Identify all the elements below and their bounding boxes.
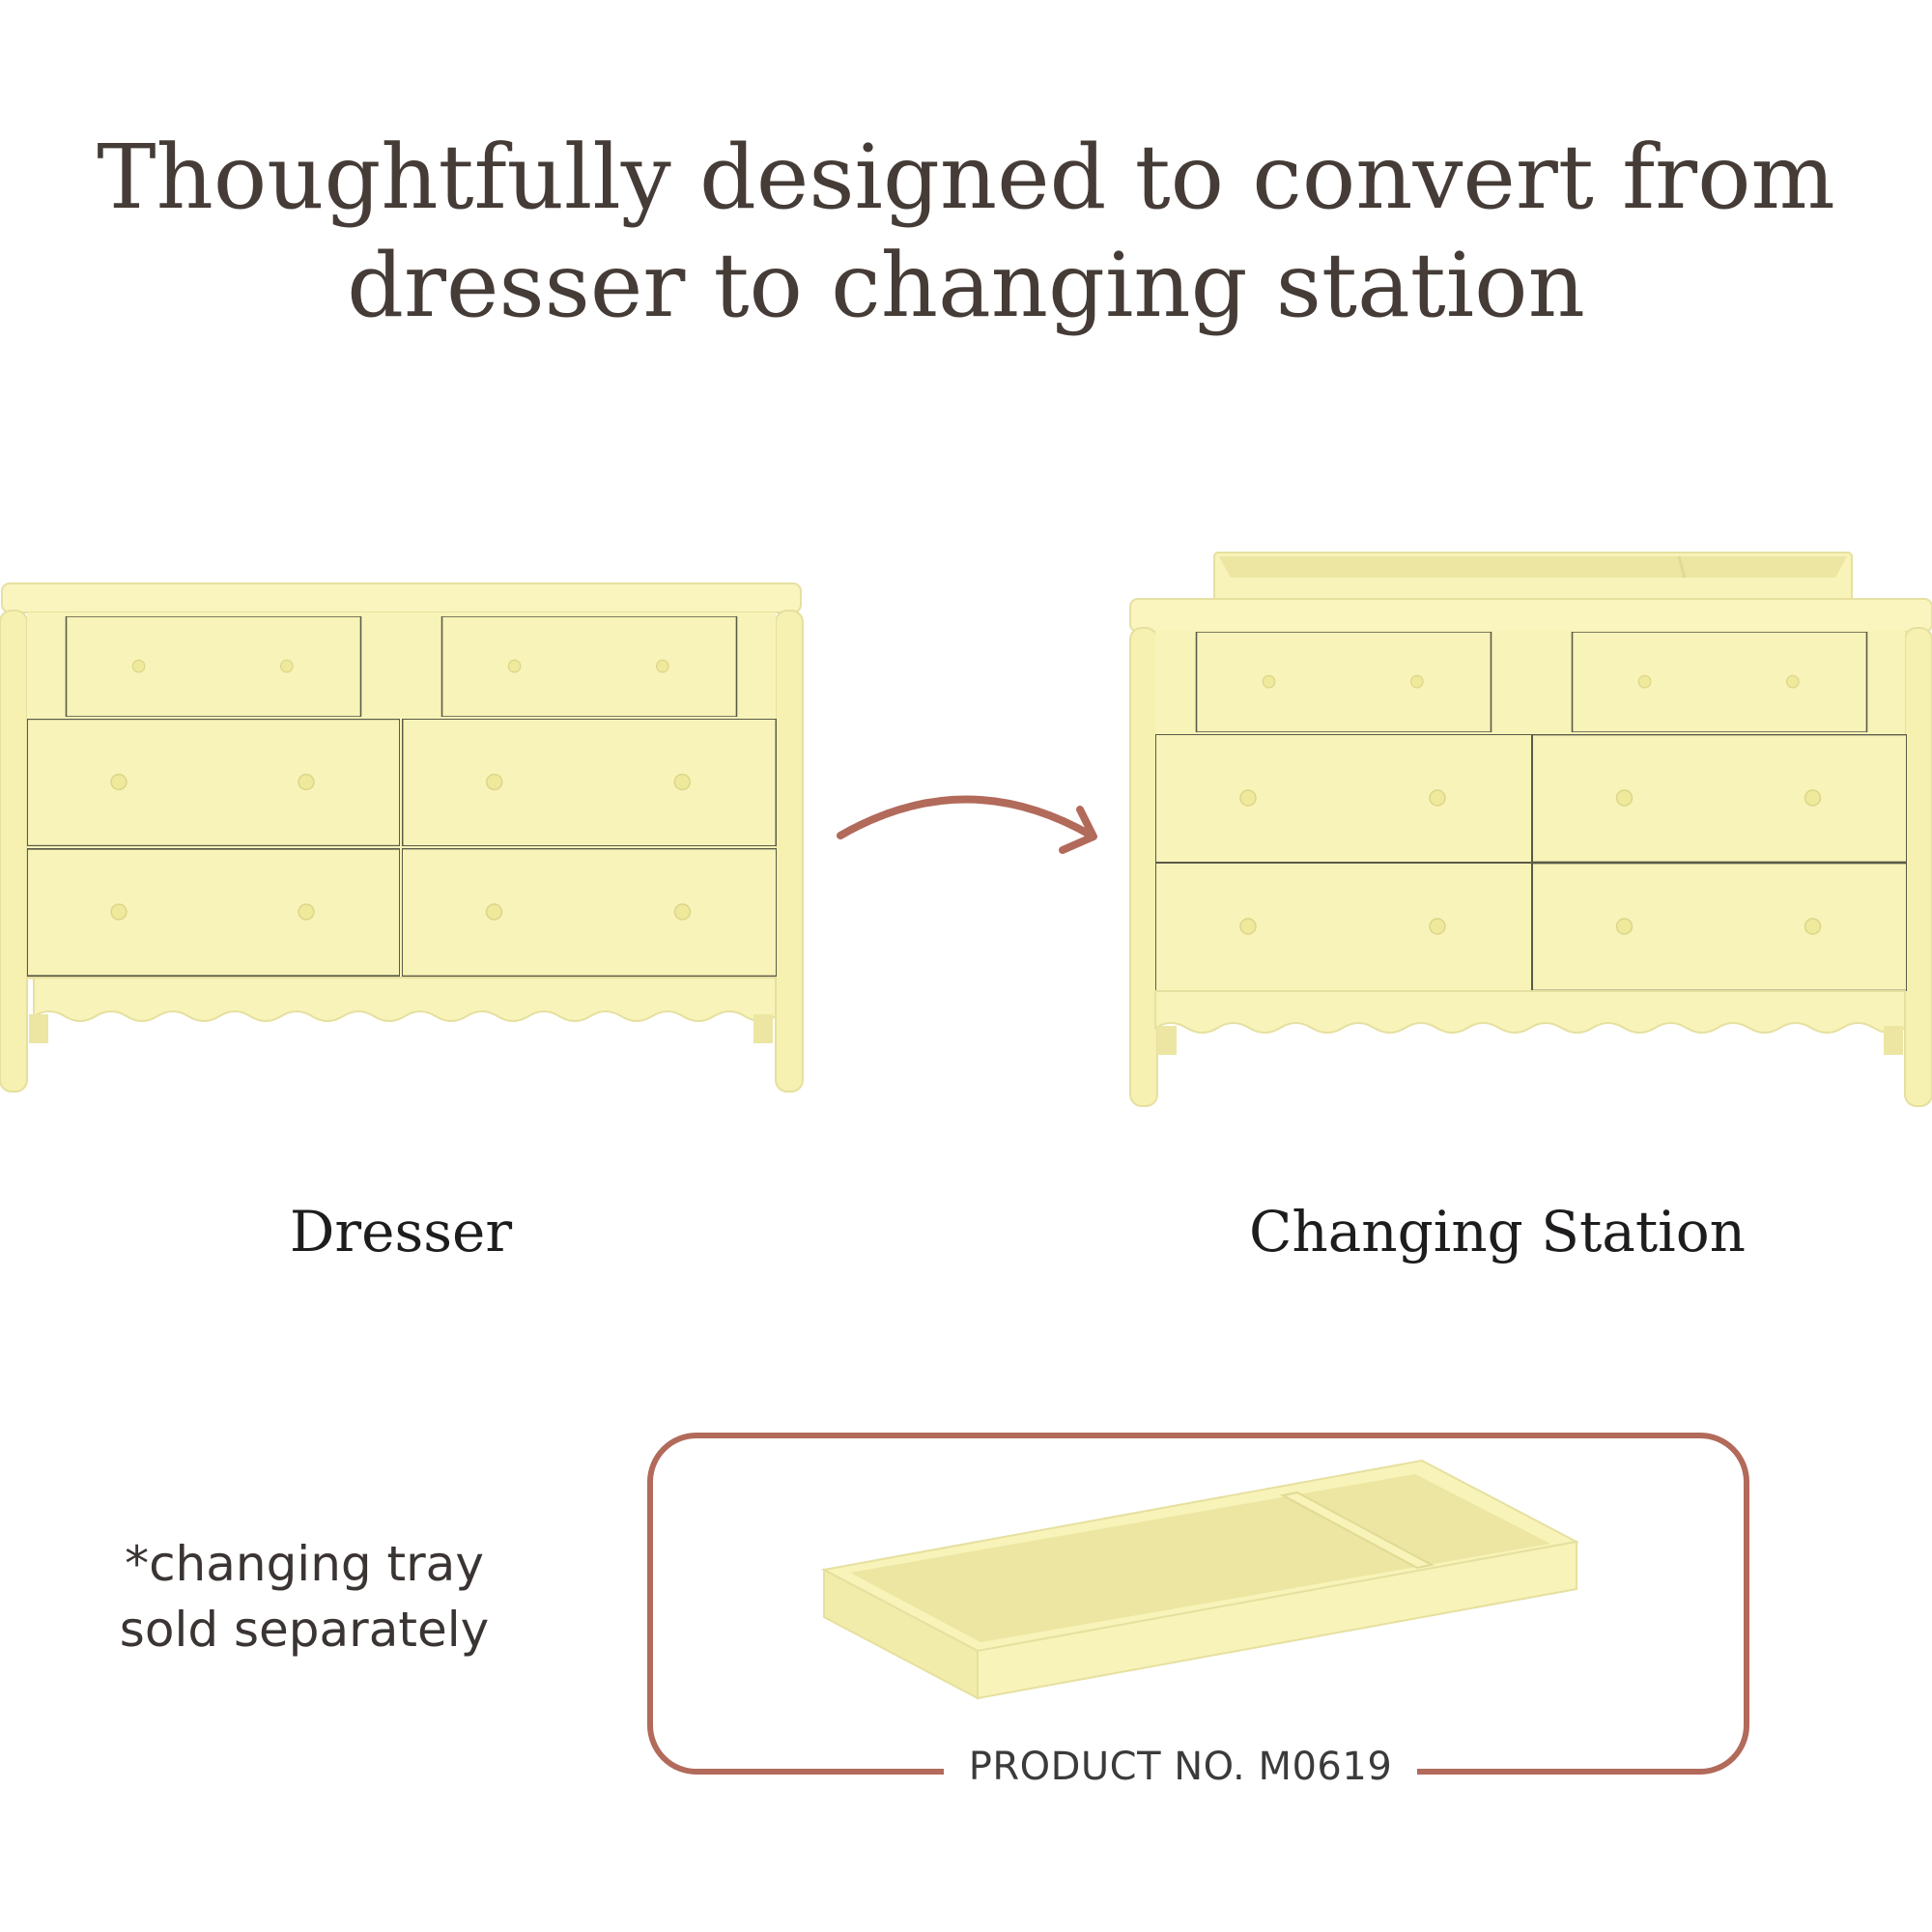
dresser-label: Dresser: [289, 1199, 513, 1264]
product-number-container: PRODUCT NO. M0619: [0, 1744, 1932, 1790]
changing-station-label: Changing Station: [1248, 1199, 1746, 1264]
dresser-illustration: [0, 582, 804, 1093]
station-drawer: [1532, 863, 1907, 991]
tray-note-line-2: sold separately: [119, 1602, 490, 1658]
dresser-drawer: [402, 719, 777, 846]
dresser-drawer: [27, 848, 400, 977]
tray-note-line-1: *changing tray: [125, 1536, 484, 1592]
headline-line-1: Thoughtfully designed to convert from: [97, 126, 1835, 229]
changing-tray-illustration: [820, 1459, 1580, 1700]
headline: Thoughtfully designed to convert from dr…: [0, 124, 1932, 340]
dresser-drawer: [65, 616, 362, 717]
station-drawer: [1532, 734, 1907, 863]
station-drawer: [1155, 863, 1532, 991]
dresser-drawer: [402, 848, 777, 977]
curved-arrow-right-icon: [837, 795, 1097, 854]
changing-station-illustration: [1129, 552, 1932, 1107]
headline-line-2: dresser to changing station: [347, 234, 1585, 337]
station-drawer: [1155, 734, 1532, 863]
dresser-drawer: [440, 616, 738, 717]
station-drawer: [1571, 632, 1868, 732]
dresser-drawer: [27, 719, 400, 846]
tray-note: *changing tray sold separately: [87, 1531, 522, 1662]
station-drawer: [1195, 632, 1492, 732]
product-number: PRODUCT NO. M0619: [943, 1744, 1418, 1790]
